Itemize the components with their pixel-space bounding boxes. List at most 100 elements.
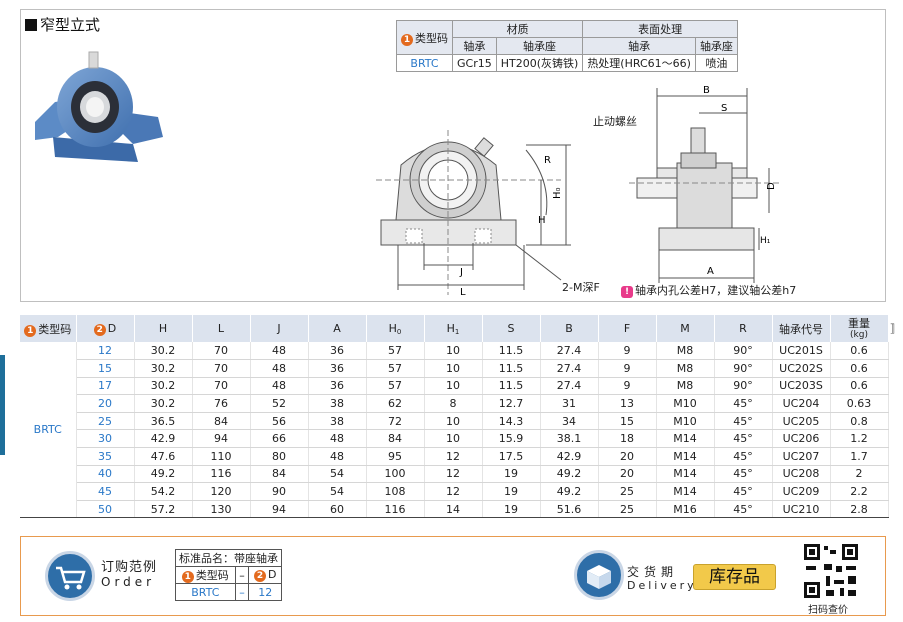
table-cell: 15 bbox=[598, 412, 657, 431]
hdr-weight: 重量(kg) bbox=[830, 315, 889, 342]
table-cell: 11.5 bbox=[482, 342, 541, 361]
sub-housing-2: 轴承座 bbox=[694, 37, 738, 55]
table-cell: 54.2 bbox=[134, 482, 193, 501]
side-tab[interactable] bbox=[0, 355, 5, 455]
table-cell: 130 bbox=[192, 500, 251, 519]
dim-h0: H₀ bbox=[552, 187, 563, 199]
table-cell: 15.9 bbox=[482, 429, 541, 449]
table-cell: 49.2 bbox=[134, 465, 193, 484]
sub-housing: 轴承座 bbox=[495, 37, 584, 55]
dim-r: R bbox=[544, 155, 551, 166]
table-cell: 51.6 bbox=[540, 500, 599, 519]
table-cell: 49.2 bbox=[540, 482, 599, 501]
table-cell: 76 bbox=[192, 394, 251, 413]
row-type-code: BRTC bbox=[20, 342, 77, 519]
table-cell: 80 bbox=[250, 447, 309, 466]
table-cell: M8 bbox=[656, 342, 715, 361]
table-cell: 90° bbox=[714, 377, 773, 396]
table-cell: 45° bbox=[714, 429, 773, 449]
table-cell: 9 bbox=[598, 377, 657, 396]
table-cell: 90° bbox=[714, 359, 773, 378]
hdr-h: H bbox=[134, 315, 193, 342]
table-cell: 38 bbox=[308, 412, 367, 431]
set-screw-label: 止动螺丝 bbox=[593, 115, 637, 128]
table-cell: 50 bbox=[76, 500, 135, 519]
qr-code-icon[interactable] bbox=[802, 542, 860, 600]
table-cell: 45° bbox=[714, 394, 773, 413]
table-cell: 25 bbox=[76, 412, 135, 431]
hdr-j: J bbox=[250, 315, 309, 342]
table-cell: 11.5 bbox=[482, 359, 541, 378]
table-cell: UC208 bbox=[772, 465, 831, 484]
table-cell: 27.4 bbox=[540, 377, 599, 396]
table-cell: M8 bbox=[656, 359, 715, 378]
table-cell: 45 bbox=[76, 482, 135, 501]
table-cell: 70 bbox=[192, 377, 251, 396]
table-cell: 27.4 bbox=[540, 359, 599, 378]
table-cell: 12.7 bbox=[482, 394, 541, 413]
table-cell: 57 bbox=[366, 342, 425, 361]
standard-name: 标准品名：带座轴承 bbox=[175, 549, 282, 567]
hdr-r: R bbox=[714, 315, 773, 342]
table-cell: 116 bbox=[192, 465, 251, 484]
hdr-f: F bbox=[598, 315, 657, 342]
table-cell: 25 bbox=[598, 482, 657, 501]
table-cell: 108 bbox=[366, 482, 425, 501]
order-example-d: 12 bbox=[248, 583, 282, 601]
table-cell: 45° bbox=[714, 500, 773, 519]
tolerance-note: !轴承内孔公差H7，建议轴公差h7 bbox=[621, 282, 796, 298]
hdr-m: M bbox=[656, 315, 715, 342]
order-example-dash: – bbox=[234, 583, 250, 601]
table-cell: UC204 bbox=[772, 394, 831, 413]
table-cell: 0.8 bbox=[830, 412, 889, 431]
table-cell: UC206 bbox=[772, 429, 831, 449]
table-cell: M14 bbox=[656, 429, 715, 449]
table-cell: 1.7 bbox=[830, 447, 889, 466]
table-cell: 30 bbox=[76, 429, 135, 449]
table-cell: 49.2 bbox=[540, 465, 599, 484]
hdr-l: L bbox=[192, 315, 251, 342]
table-cell: 10 bbox=[424, 359, 483, 378]
delivery-title-en: Delivery bbox=[627, 579, 697, 592]
table-cell: 54 bbox=[308, 482, 367, 501]
table-cell: M14 bbox=[656, 482, 715, 501]
mounting-holes-label: 2-M深F bbox=[562, 281, 600, 294]
type-code-value: BRTC bbox=[396, 54, 453, 72]
table-cell: 100 bbox=[366, 465, 425, 484]
table-cell: 40 bbox=[76, 465, 135, 484]
table-cell: 10 bbox=[424, 429, 483, 449]
table-cell: 31 bbox=[540, 394, 599, 413]
dim-a: A bbox=[707, 266, 714, 277]
table-cell: 36 bbox=[308, 377, 367, 396]
table-cell: 30.2 bbox=[134, 359, 193, 378]
order-example-type: BRTC bbox=[175, 583, 236, 601]
table-cell: 70 bbox=[192, 359, 251, 378]
delivery-box-icon bbox=[574, 550, 624, 600]
table-cell: 30.2 bbox=[134, 394, 193, 413]
table-cell: 1.2 bbox=[830, 429, 889, 449]
table-cell: 48 bbox=[250, 377, 309, 396]
corner-bracket-icon[interactable]: ⟧ bbox=[890, 322, 896, 335]
table-cell: 56 bbox=[250, 412, 309, 431]
table-cell: 30.2 bbox=[134, 377, 193, 396]
table-cell: 38.1 bbox=[540, 429, 599, 449]
order-title-en: Order bbox=[101, 575, 156, 589]
table-cell: 13 bbox=[598, 394, 657, 413]
bearing-surface: 热处理(HRC61～66) bbox=[582, 54, 696, 72]
table-cell: 0.63 bbox=[830, 394, 889, 413]
table-cell: 0.6 bbox=[830, 377, 889, 396]
dim-h1: H₁ bbox=[760, 236, 771, 246]
table-cell: M10 bbox=[656, 394, 715, 413]
table-cell: 18 bbox=[598, 429, 657, 449]
hdr-bearing-code: 轴承代号 bbox=[772, 315, 831, 342]
table-cell: 12 bbox=[76, 342, 135, 361]
